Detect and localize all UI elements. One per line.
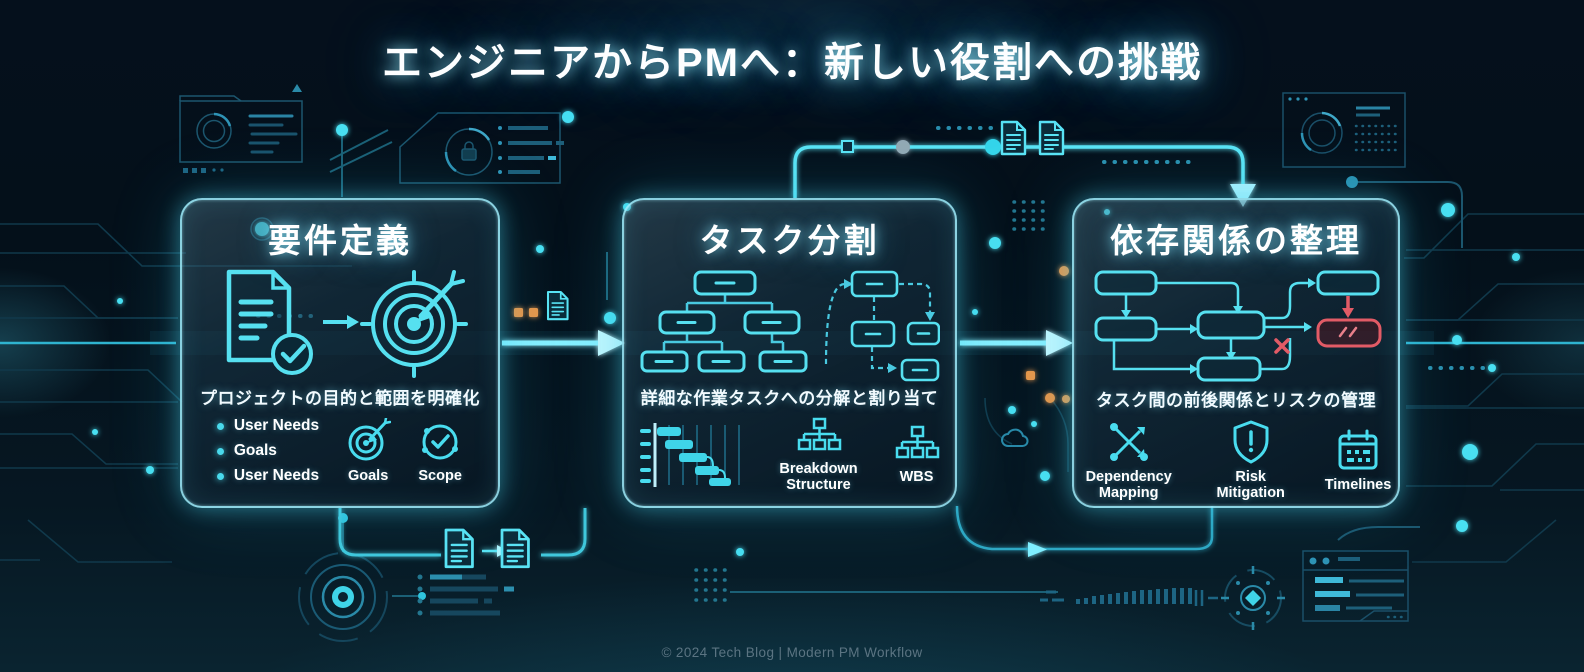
dependencies-art: [1094, 270, 1382, 382]
panel-title: 依存関係の整理: [1110, 222, 1362, 259]
wbs-tree-icon: [895, 425, 939, 459]
hud-chip-row: [183, 168, 224, 173]
item-timelines: Timelines: [1324, 427, 1392, 494]
bottom-connector-left: [338, 508, 441, 557]
panel-dependencies: 依存関係の整理: [1072, 198, 1400, 508]
hud-window-top-right: [1282, 92, 1406, 168]
footer-credit: © 2024 Tech Blog | Modern PM Workflow: [661, 645, 923, 660]
document-check-icon: [226, 269, 313, 375]
blocked-task-icon: [1274, 296, 1382, 354]
bullet-item: Goals: [216, 442, 319, 460]
requirements-art: [226, 269, 468, 378]
requirements-bullet-list: User Needs Goals User Needs: [216, 417, 319, 485]
dependencies-items: Dependency Mapping Risk Mitigation Timel…: [1081, 419, 1392, 501]
hud-window-top-left: [179, 95, 303, 163]
hud-crosshair: [1194, 566, 1285, 630]
item-label: Timelines: [1324, 477, 1392, 494]
scope-check-icon: [422, 424, 459, 460]
panel-task-split: タスク分割: [622, 198, 957, 508]
item-label: Goals: [347, 467, 389, 484]
gantt-chart-icon: [639, 423, 740, 488]
item-dependency-mapping: Dependency Mapping: [1081, 419, 1177, 501]
item-label: Scope: [418, 467, 462, 484]
panel-title: タスク分割: [699, 222, 880, 259]
bottom-connector-right: [955, 505, 1214, 551]
equalizer-bars: [1076, 588, 1192, 604]
dashed-flow-icon: [824, 270, 940, 382]
panel-requirements: 要件定義 プロジェクトの目的と範囲を明確化 User Needs Goal: [180, 198, 500, 508]
flow-connectors: [338, 139, 1256, 557]
circuit-accents: [0, 129, 1584, 597]
hud-lock-gauge: [399, 112, 564, 184]
item-goals: Goals: [345, 417, 392, 484]
triangle-marker: [292, 84, 302, 92]
dot-grids: [694, 200, 1052, 602]
page-title: エンジニアからPMへ：新しい役割への挑戦: [382, 41, 1202, 85]
item-label: Breakdown Structure: [779, 461, 858, 494]
goals-target-icon: [348, 417, 392, 461]
item-label: WBS: [899, 469, 934, 486]
cloud-icon: [1001, 428, 1029, 447]
orange-accents: [514, 266, 1070, 403]
item-label: Dependency Mapping: [1085, 469, 1172, 502]
breakdown-tree-icon: [797, 417, 841, 451]
arrow-right-icon: [323, 315, 359, 329]
bullet-item: User Needs: [216, 467, 319, 485]
requirements-items: User Needs Goals User Needs Goals: [216, 417, 463, 485]
panel-caption: プロジェクトの目的と範囲を明確化: [200, 389, 480, 408]
hud-speaker-target: [298, 513, 426, 642]
panel-caption: 詳細な作業タスクへの分解と割り当て: [640, 389, 939, 408]
item-breakdown-structure: Breakdown Structure: [771, 417, 867, 493]
timelines-calendar-icon: [1338, 429, 1378, 470]
target-dart-icon: [360, 270, 468, 378]
hud-window-bottom-right: [1302, 550, 1409, 622]
bullet-item: User Needs: [216, 417, 319, 435]
dependency-graph-icon: [1094, 270, 1382, 382]
hud-code-lines: [417, 574, 514, 616]
item-risk-mitigation: Risk Mitigation: [1203, 419, 1299, 501]
node-dot: [1346, 176, 1358, 188]
dependency-mapping-icon: [1109, 423, 1148, 461]
task-split-art: [640, 270, 940, 382]
org-tree-icon: [640, 270, 807, 373]
task-split-items: Breakdown Structure WBS: [639, 417, 941, 493]
item-gantt: [639, 421, 745, 489]
panel-title: 要件定義: [268, 222, 412, 259]
panel-caption: タスク間の前後関係とリスクの管理: [1096, 391, 1376, 410]
item-wbs: WBS: [893, 425, 941, 485]
circuit-traces: [0, 213, 1584, 563]
item-scope: Scope: [417, 418, 463, 484]
risk-shield-icon: [1233, 420, 1269, 464]
item-label: Risk Mitigation: [1216, 469, 1285, 502]
